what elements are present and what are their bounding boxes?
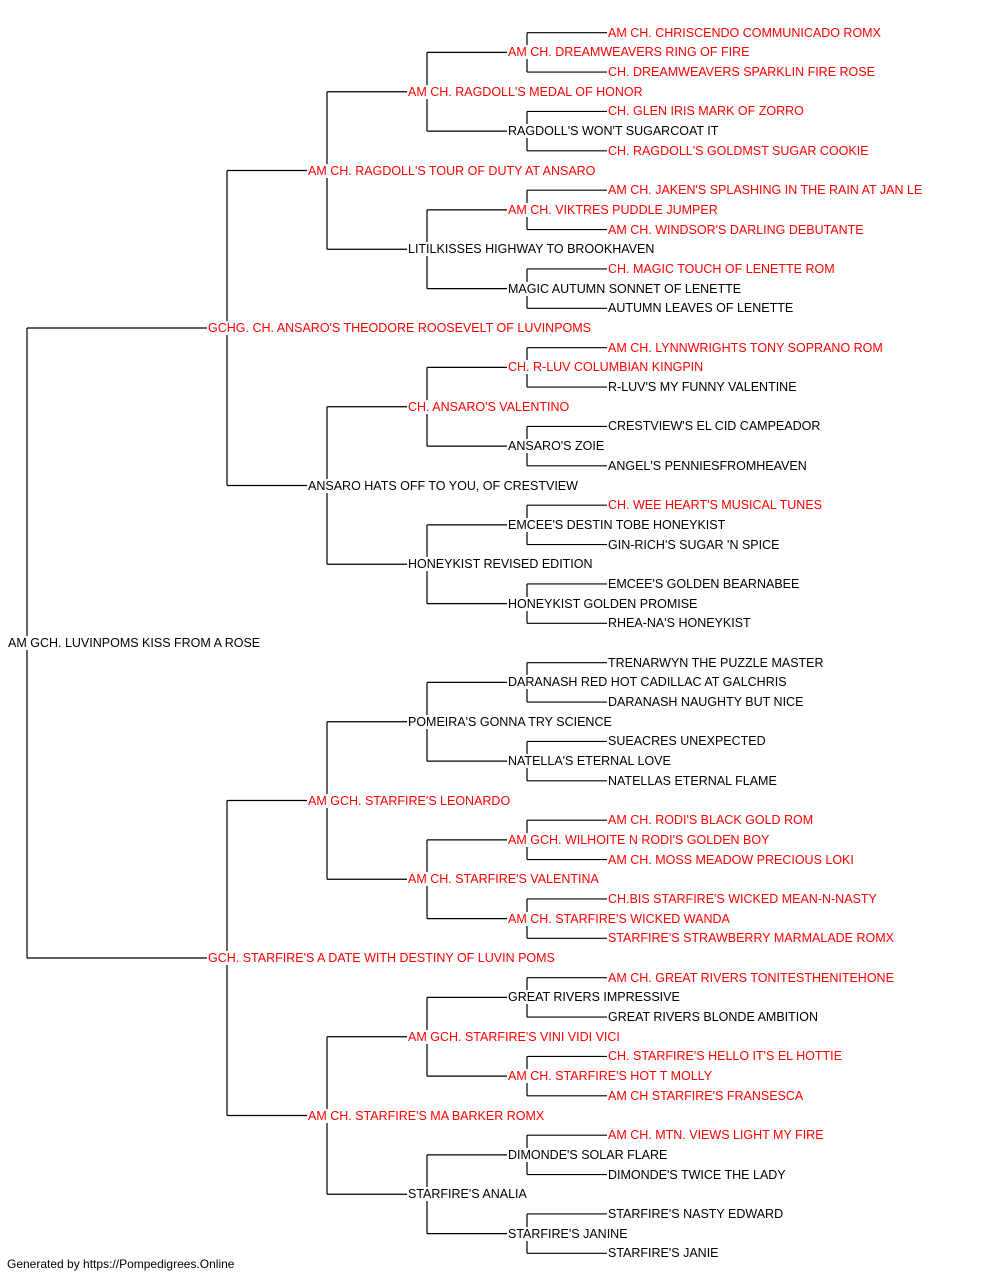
pedigree-ancestor: AM CH. JAKEN'S SPLASHING IN THE RAIN AT … xyxy=(607,183,924,198)
pedigree-ancestor: RAGDOLL'S WON'T SUGARCOAT IT xyxy=(507,124,720,139)
pedigree-ancestor: CH. WEE HEART'S MUSICAL TUNES xyxy=(607,498,823,513)
pedigree-ancestor: NATELLAS ETERNAL FLAME xyxy=(607,773,778,788)
pedigree-ancestor: HONEYKIST REVISED EDITION xyxy=(407,557,594,572)
pedigree-ancestor: LITILKISSES HIGHWAY TO BROOKHAVEN xyxy=(407,242,656,257)
pedigree-ancestor: AM GCH. WILHOITE N RODI'S GOLDEN BOY xyxy=(507,832,771,847)
pedigree-ancestor: DIMONDE'S TWICE THE LADY xyxy=(607,1167,787,1182)
pedigree-ancestor: MAGIC AUTUMN SONNET OF LENETTE xyxy=(507,281,743,296)
pedigree-ancestor: GREAT RIVERS IMPRESSIVE xyxy=(507,990,681,1005)
pedigree-ancestor: GREAT RIVERS BLONDE AMBITION xyxy=(607,1010,819,1025)
pedigree-ancestor: AM CH. RAGDOLL'S MEDAL OF HONOR xyxy=(407,84,644,99)
pedigree-ancestor: AM CH. CHRISCENDO COMMUNICADO ROMX xyxy=(607,25,882,40)
pedigree-ancestor: DARANASH RED HOT CADILLAC AT GALCHRIS xyxy=(507,675,788,690)
pedigree-ancestor: AM CH. WINDSOR'S DARLING DEBUTANTE xyxy=(607,222,865,237)
pedigree-subject: AM GCH. LUVINPOMS KISS FROM A ROSE xyxy=(7,636,262,650)
pedigree-ancestor: GCH. STARFIRE'S A DATE WITH DESTINY OF L… xyxy=(207,951,556,965)
pedigree-ancestor: CH. DREAMWEAVERS SPARKLIN FIRE ROSE xyxy=(607,65,876,80)
pedigree-ancestor: EMCEE'S DESTIN TOBE HONEYKIST xyxy=(507,517,727,532)
pedigree-ancestor: AM GCH. STARFIRE'S VINI VIDI VICI xyxy=(407,1029,621,1044)
pedigree-ancestor: POMEIRA'S GONNA TRY SCIENCE xyxy=(407,714,613,729)
pedigree-ancestor: STARFIRE'S ANALIA xyxy=(407,1187,528,1202)
pedigree-ancestor: CRESTVIEW'S EL CID CAMPEADOR xyxy=(607,419,822,434)
pedigree-ancestor: DARANASH NAUGHTY BUT NICE xyxy=(607,695,805,710)
pedigree-ancestor: AM CH STARFIRE'S FRANSESCA xyxy=(607,1088,805,1103)
pedigree-ancestor: TRENARWYN THE PUZZLE MASTER xyxy=(607,655,825,670)
pedigree-ancestor: AUTUMN LEAVES OF LENETTE xyxy=(607,301,795,316)
pedigree-ancestor: AM CH. RODI'S BLACK GOLD ROM xyxy=(607,813,815,828)
pedigree-ancestor: CH. RAGDOLL'S GOLDMST SUGAR COOKIE xyxy=(607,143,870,158)
pedigree-ancestor: AM CH. RAGDOLL'S TOUR OF DUTY AT ANSARO xyxy=(307,163,597,178)
pedigree-ancestor: HONEYKIST GOLDEN PROMISE xyxy=(507,596,699,611)
pedigree-ancestor: ANSARO HATS OFF TO YOU, OF CRESTVIEW xyxy=(307,478,579,493)
pedigree-ancestor: STARFIRE'S NASTY EDWARD xyxy=(607,1206,785,1221)
pedigree-ancestor: CH. R-LUV COLUMBIAN KINGPIN xyxy=(507,360,705,375)
pedigree-ancestor: AM CH. STARFIRE'S WICKED WANDA xyxy=(507,911,731,926)
pedigree-ancestor: AM GCH. STARFIRE'S LEONARDO xyxy=(307,793,512,808)
pedigree-ancestor: STARFIRE'S JANIE xyxy=(607,1246,720,1261)
pedigree-ancestor: STARFIRE'S STRAWBERRY MARMALADE ROMX xyxy=(607,931,895,946)
pedigree-ancestor: SUEACRES UNEXPECTED xyxy=(607,734,767,749)
pedigree-ancestor: AM CH. GREAT RIVERS TONITESTHENITEHONE xyxy=(607,970,895,985)
pedigree-ancestor: AM CH. DREAMWEAVERS RING OF FIRE xyxy=(507,45,751,60)
pedigree-ancestor: R-LUV'S MY FUNNY VALENTINE xyxy=(607,380,798,395)
pedigree-ancestor: CH. GLEN IRIS MARK OF ZORRO xyxy=(607,104,805,119)
pedigree-ancestor: RHEA-NA'S HONEYKIST xyxy=(607,616,752,631)
pedigree-ancestor: EMCEE'S GOLDEN BEARNABEE xyxy=(607,576,801,591)
pedigree-ancestor: CH. STARFIRE'S HELLO IT'S EL HOTTIE xyxy=(607,1049,843,1064)
pedigree-ancestor: AM CH. STARFIRE'S HOT T MOLLY xyxy=(507,1069,714,1084)
pedigree-ancestor: AM CH. MTN. VIEWS LIGHT MY FIRE xyxy=(607,1128,825,1143)
pedigree-ancestor: DIMONDE'S SOLAR FLARE xyxy=(507,1147,669,1162)
pedigree-ancestor: GCHG. CH. ANSARO'S THEODORE ROOSEVELT OF… xyxy=(207,321,593,335)
pedigree-ancestor: GIN-RICH'S SUGAR 'N SPICE xyxy=(607,537,781,552)
pedigree-ancestor: CH. ANSARO'S VALENTINO xyxy=(407,399,571,414)
pedigree-ancestor: CH.BIS STARFIRE'S WICKED MEAN-N-NASTY xyxy=(607,891,878,906)
pedigree-ancestor: NATELLA'S ETERNAL LOVE xyxy=(507,754,672,769)
pedigree-ancestor: ANGEL'S PENNIESFROMHEAVEN xyxy=(607,458,808,473)
pedigree-ancestor: AM CH. VIKTRES PUDDLE JUMPER xyxy=(507,202,719,217)
footer-credit: Generated by https://Pompedigrees.Online xyxy=(7,1257,235,1271)
pedigree-ancestor: ANSARO'S ZOIE xyxy=(507,439,606,454)
pedigree-ancestor: AM CH. LYNNWRIGHTS TONY SOPRANO ROM xyxy=(607,340,884,355)
pedigree-ancestor: CH. MAGIC TOUCH OF LENETTE ROM xyxy=(607,261,836,276)
pedigree-ancestor: STARFIRE'S JANINE xyxy=(507,1226,629,1241)
pedigree-ancestor: AM CH. STARFIRE'S VALENTINA xyxy=(407,872,600,887)
pedigree-ancestor: AM CH. MOSS MEADOW PRECIOUS LOKI xyxy=(607,852,855,867)
pedigree-ancestor: AM CH. STARFIRE'S MA BARKER ROMX xyxy=(307,1108,546,1123)
